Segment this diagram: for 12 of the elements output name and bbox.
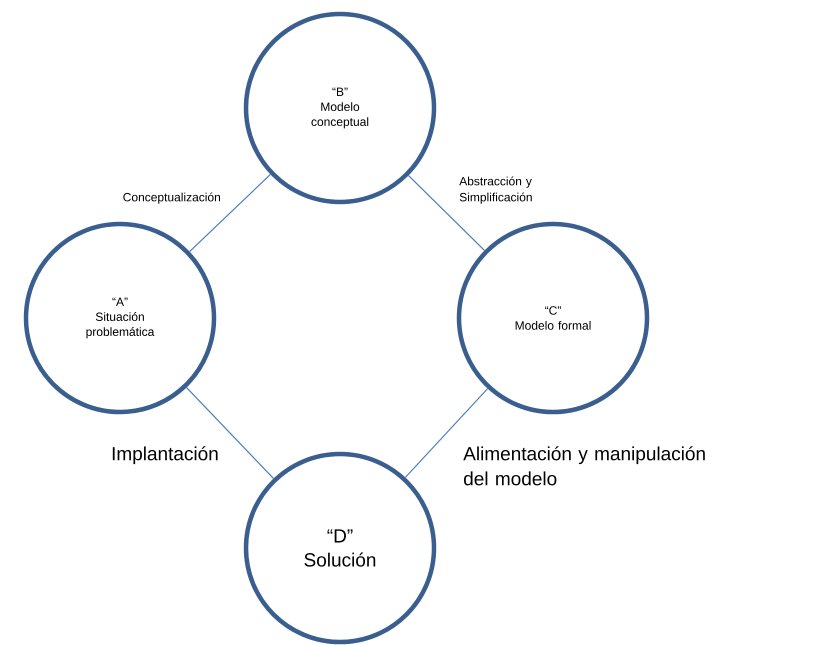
connector-line — [404, 388, 488, 478]
edge-label: Alimentación y manipulación del modelo — [463, 446, 705, 486]
connector-line — [408, 175, 485, 251]
edge-label: Implantación — [112, 446, 218, 464]
connector-line — [186, 387, 274, 479]
circle-node: “C” Modelo formal — [456, 222, 650, 414]
edge-label: Abstracción y Simplificación — [459, 176, 532, 204]
circle-node: “D” Solución — [244, 452, 436, 644]
connector-line — [189, 174, 271, 252]
circle-node: “B” Modelo conceptual — [244, 12, 436, 204]
circle-node: “A” Situación problemática — [24, 222, 216, 414]
edge-label: Conceptualización — [123, 192, 220, 204]
